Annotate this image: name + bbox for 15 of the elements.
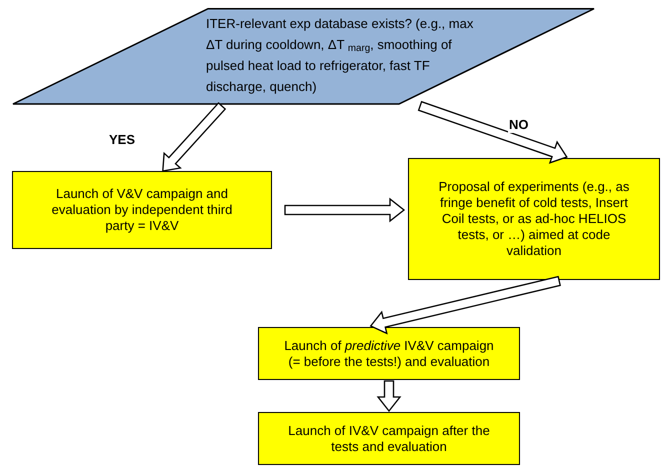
block-arrow	[370, 276, 561, 335]
process-box	[258, 327, 520, 380]
block-arrow	[284, 198, 406, 222]
block-arrow	[376, 380, 402, 412]
process-box	[258, 412, 520, 465]
node-text: Launch of IV&V campaign after the tests and evaluation	[287, 422, 491, 454]
node-text: Launch of predictive IV&V campaign (= before the tests!) and evaluation	[283, 338, 495, 370]
block-arrow	[162, 102, 226, 172]
node-text: Launch of V&V campaign and evaluation by independent third party = IV&V	[50, 186, 234, 234]
block-arrow	[418, 100, 568, 164]
node-text: ITER-relevant exp database exists? (e.g., max ΔT during cooldown, ΔT $_{marg}$, smoothing of pulsed heat load to refrigerator, fast TF discharge, quench)	[206, 15, 474, 96]
process-box	[408, 158, 660, 280]
edge-label: NO	[508, 117, 530, 133]
node-text: Proposal of experiments (e.g., as fringe benefit of cold tests, Insert Coil tests, or as ad-hoc HELIOS tests, or …) aimed at code validation	[438, 179, 630, 259]
process-box	[12, 171, 272, 249]
